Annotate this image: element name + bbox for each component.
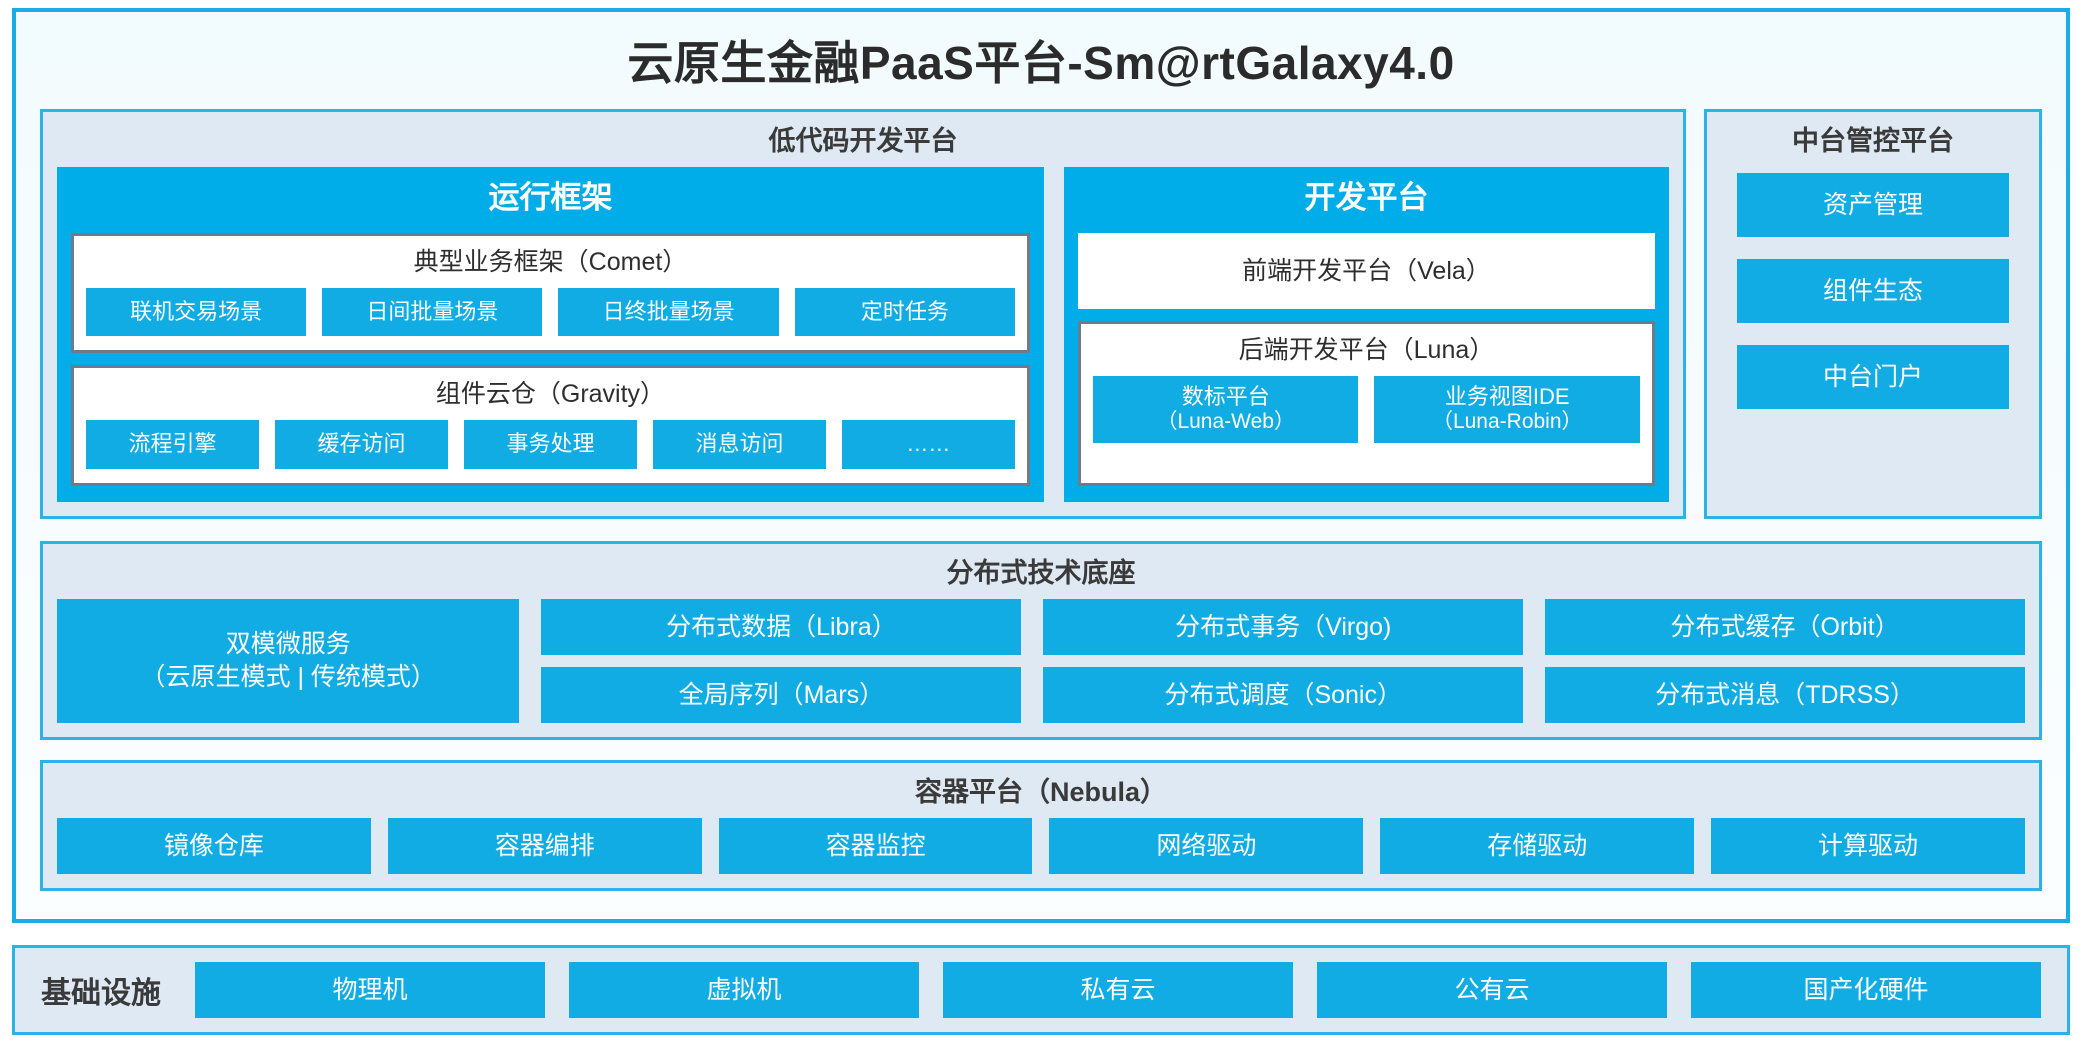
dist-cell-orbit[interactable]: 分布式缓存（Orbit） xyxy=(1545,598,2025,655)
container-platform-title: 容器平台（Nebula） xyxy=(914,776,1168,807)
backend-chip-row: 数标平台 （Luna-Web） 业务视图IDE （Luna-Robin） xyxy=(1092,375,1641,443)
runtime-framework-panel[interactable]: 运行框架 典型业务框架（Comet） 联机交易场景 日间批量场景 日终批量场景 … xyxy=(57,166,1044,502)
distributed-column: 分布式事务（Virgo) 分布式调度（Sonic） xyxy=(1043,598,1524,723)
dist-cell-sonic[interactable]: 分布式调度（Sonic） xyxy=(1043,666,1524,723)
backend-chip-sublabel: （Luna-Robin） xyxy=(1431,410,1583,434)
comet-chip[interactable]: 联机交易场景 xyxy=(86,287,307,337)
distributed-column: 分布式数据（Libra） 全局序列（Mars） xyxy=(541,598,1022,723)
container-cell-monitoring[interactable]: 容器监控 xyxy=(718,817,1033,874)
gravity-chip-row: 流程引擎 缓存访问 事务处理 消息访问 …… xyxy=(86,420,1015,469)
page-title: 云原生金融PaaS平台-Sm@rtGalaxy4.0 xyxy=(627,37,1455,89)
dist-cell-virgo[interactable]: 分布式事务（Virgo) xyxy=(1043,598,1524,655)
container-cell-orchestration[interactable]: 容器编排 xyxy=(387,817,702,874)
infrastructure-bar: 基础设施 物理机 虚拟机 私有云 公有云 国产化硬件 xyxy=(12,945,2070,1035)
gravity-title: 组件云仓（Gravity） xyxy=(435,380,666,409)
dist-cell-tdrss[interactable]: 分布式消息（TDRSS） xyxy=(1545,666,2025,723)
comet-chip[interactable]: 日间批量场景 xyxy=(322,287,543,337)
lowcode-platform-title: 低代码开发平台 xyxy=(768,125,958,156)
development-platform-panel[interactable]: 开发平台 前端开发平台（Vela） 后端开发平台（Luna） 数标平台 （Lun… xyxy=(1063,166,1669,502)
gravity-chip[interactable]: 缓存访问 xyxy=(274,420,448,469)
infra-cell-physical-machine[interactable]: 物理机 xyxy=(195,962,545,1018)
platform-shell: 云原生金融PaaS平台-Sm@rtGalaxy4.0 低代码开发平台 运行框架 … xyxy=(12,8,2070,923)
lowcode-platform-panel[interactable]: 低代码开发平台 运行框架 典型业务框架（Comet） 联机交易场景 日间批量场景… xyxy=(40,108,1686,519)
dual-mode-line2: （云原生模式 | 传统模式） xyxy=(140,662,436,691)
gravity-card[interactable]: 组件云仓（Gravity） 流程引擎 缓存访问 事务处理 消息访问 …… xyxy=(71,365,1030,486)
runtime-framework-title: 运行框架 xyxy=(488,179,613,215)
midoffice-platform-panel[interactable]: 中台管控平台 资产管理 组件生态 中台门户 xyxy=(1704,108,2042,519)
comet-chip[interactable]: 日终批量场景 xyxy=(558,287,779,337)
backend-chip-luna-web[interactable]: 数标平台 （Luna-Web） xyxy=(1092,375,1359,443)
distributed-grid: 双模微服务 （云原生模式 | 传统模式） 分布式数据（Libra） 全局序列（M… xyxy=(57,598,2025,723)
infrastructure-label: 基础设施 xyxy=(41,977,161,1010)
comet-card[interactable]: 典型业务框架（Comet） 联机交易场景 日间批量场景 日终批量场景 定时任务 xyxy=(71,232,1030,354)
dist-cell-libra[interactable]: 分布式数据（Libra） xyxy=(541,598,1022,655)
backend-platform-card[interactable]: 后端开发平台（Luna） 数标平台 （Luna-Web） 业务视图IDE （Lu… xyxy=(1077,320,1655,486)
dual-mode-line1: 双模微服务 xyxy=(225,629,351,658)
container-cell-row: 镜像仓库 容器编排 容器监控 网络驱动 存储驱动 计算驱动 xyxy=(57,817,2025,874)
dist-cell-mars[interactable]: 全局序列（Mars） xyxy=(541,666,1022,723)
backend-chip-sublabel: （Luna-Web） xyxy=(1156,410,1295,434)
frontend-platform-card[interactable]: 前端开发平台（Vela） xyxy=(1077,232,1655,309)
midoffice-button-asset-management[interactable]: 资产管理 xyxy=(1737,172,2009,237)
top-row: 低代码开发平台 运行框架 典型业务框架（Comet） 联机交易场景 日间批量场景… xyxy=(40,108,2042,519)
container-cell-image-registry[interactable]: 镜像仓库 xyxy=(57,817,371,874)
development-platform-title: 开发平台 xyxy=(1304,179,1429,215)
distributed-base-panel[interactable]: 分布式技术底座 双模微服务 （云原生模式 | 传统模式） 分布式数据（Libra… xyxy=(40,540,2042,740)
comet-chip-row: 联机交易场景 日间批量场景 日终批量场景 定时任务 xyxy=(86,287,1015,337)
comet-title: 典型业务框架（Comet） xyxy=(413,247,688,276)
gravity-chip-ellipsis[interactable]: …… xyxy=(841,420,1015,469)
container-cell-compute-driver[interactable]: 计算驱动 xyxy=(1711,817,2025,874)
infra-cell-private-cloud[interactable]: 私有云 xyxy=(943,962,1293,1018)
dist-cell-dual-mode-microservice[interactable]: 双模微服务 （云原生模式 | 传统模式） xyxy=(57,598,520,723)
midoffice-button-component-ecosystem[interactable]: 组件生态 xyxy=(1737,258,2009,323)
distributed-base-title: 分布式技术底座 xyxy=(946,557,1136,588)
comet-chip[interactable]: 定时任务 xyxy=(794,287,1015,337)
gravity-chip[interactable]: 流程引擎 xyxy=(86,420,259,469)
backend-chip-luna-robin[interactable]: 业务视图IDE （Luna-Robin） xyxy=(1374,375,1641,443)
gravity-chip[interactable]: 消息访问 xyxy=(652,420,826,469)
container-cell-storage-driver[interactable]: 存储驱动 xyxy=(1380,817,1695,874)
container-platform-panel[interactable]: 容器平台（Nebula） 镜像仓库 容器编排 容器监控 网络驱动 存储驱动 计算… xyxy=(40,759,2042,891)
gravity-chip[interactable]: 事务处理 xyxy=(463,420,637,469)
lowcode-columns: 运行框架 典型业务框架（Comet） 联机交易场景 日间批量场景 日终批量场景 … xyxy=(57,166,1669,502)
midoffice-platform-title: 中台管控平台 xyxy=(1792,125,1954,156)
infra-cell-domestic-hardware[interactable]: 国产化硬件 xyxy=(1691,962,2041,1018)
midoffice-button-portal[interactable]: 中台门户 xyxy=(1737,344,2009,409)
midoffice-button-stack: 资产管理 组件生态 中台门户 xyxy=(1721,167,2025,502)
distributed-column: 分布式缓存（Orbit） 分布式消息（TDRSS） xyxy=(1545,598,2025,723)
infra-cell-virtual-machine[interactable]: 虚拟机 xyxy=(569,962,919,1018)
container-cell-network-driver[interactable]: 网络驱动 xyxy=(1049,817,1364,874)
backend-chip-label: 业务视图IDE xyxy=(1444,383,1570,409)
backend-platform-title: 后端开发平台（Luna） xyxy=(1238,335,1495,364)
infra-cell-public-cloud[interactable]: 公有云 xyxy=(1317,962,1667,1018)
backend-chip-label: 数标平台 xyxy=(1181,383,1270,409)
